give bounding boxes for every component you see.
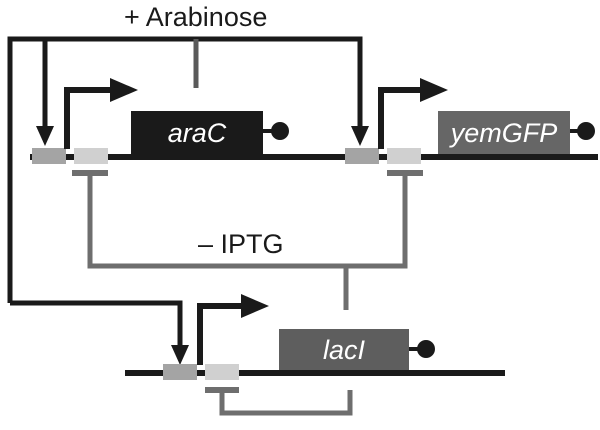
laci-gene-box bbox=[279, 329, 409, 370]
repression-wire-top bbox=[87, 173, 408, 269]
arabinose-activation-network bbox=[7, 36, 363, 345]
laci-gene-label: lacI bbox=[323, 335, 366, 365]
arac-gene-label: araC bbox=[168, 118, 227, 148]
promoter-arrow-1 bbox=[64, 78, 138, 149]
arabinose-label-bg bbox=[112, 2, 302, 32]
operator-lac-site-2 bbox=[387, 148, 421, 164]
arabinose-branch-to-placI bbox=[10, 300, 183, 345]
activation-arrowhead-2 bbox=[351, 126, 369, 146]
promoter-arrow-3 bbox=[197, 294, 269, 365]
self-repression-loop bbox=[219, 390, 353, 416]
operator-arab-site-3 bbox=[163, 364, 197, 380]
iptg-label-bg bbox=[196, 230, 316, 260]
arabinose-label: + Arabinose bbox=[124, 2, 267, 32]
operator-arab-site-1 bbox=[32, 148, 66, 164]
iptg-repression-network bbox=[72, 170, 423, 416]
arabinose-main-wire bbox=[7, 36, 363, 303]
yemgfp-terminator bbox=[570, 122, 595, 140]
operator-lac-site-3 bbox=[205, 364, 239, 380]
operator-arab-site-2 bbox=[345, 148, 379, 164]
promoter-arrow-2 bbox=[378, 78, 448, 149]
arac-terminator bbox=[263, 122, 289, 140]
yemgfp-gene-box bbox=[438, 111, 570, 154]
laci-terminator bbox=[409, 340, 435, 358]
activation-arrowhead-3 bbox=[171, 345, 189, 365]
yemgfp-gene-label: yemGFP bbox=[449, 118, 558, 148]
operator-lac-site-1 bbox=[74, 148, 108, 164]
arac-gene-box bbox=[131, 111, 263, 154]
iptg-label: – IPTG bbox=[198, 229, 284, 259]
activation-arrowhead-1 bbox=[36, 126, 54, 146]
